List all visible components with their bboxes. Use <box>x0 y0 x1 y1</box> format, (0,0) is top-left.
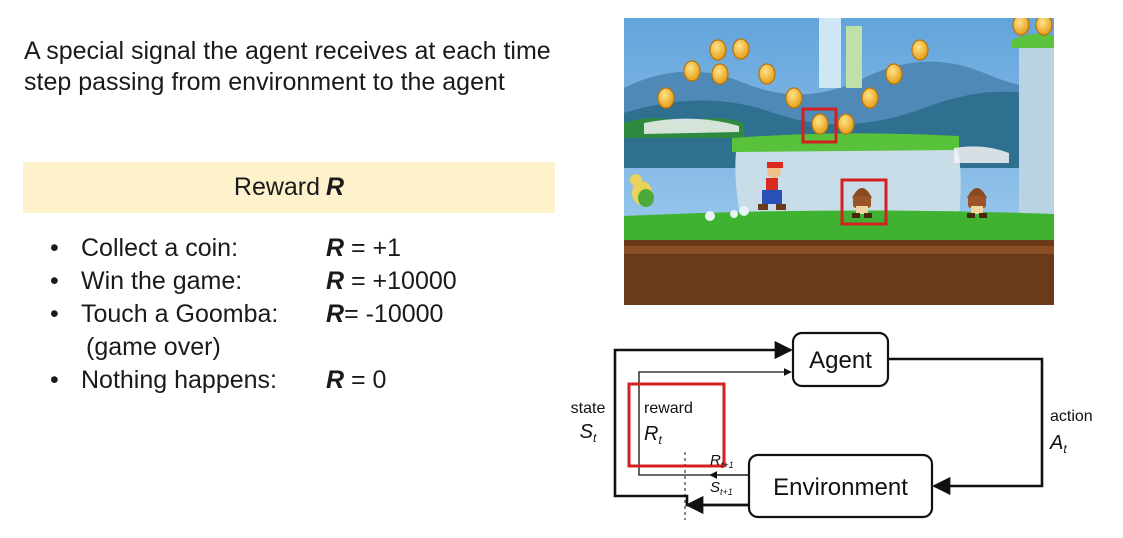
reward-symbol-sub: t <box>658 433 662 447</box>
reward-amount: = 0 <box>344 366 387 394</box>
agent-label: Agent <box>809 347 872 374</box>
state-symbol-main: S <box>580 421 594 443</box>
ground-dirt-band <box>624 246 1054 254</box>
reward-symbol-main: R <box>644 423 658 445</box>
next-reward-symbol: Rt+1 <box>710 452 734 470</box>
state-symbol: St <box>580 421 597 445</box>
reward-header-box: Reward R <box>23 162 555 213</box>
intro-line-2: step passing from environment to the age… <box>24 68 505 96</box>
bullet-dot: • <box>50 267 59 295</box>
reward-header-label: Reward <box>233 173 321 201</box>
intro-line-1: A special signal the agent receives at e… <box>24 37 551 65</box>
ground-grass <box>624 210 1054 240</box>
reward-item-label: Collect a coin: <box>81 234 239 262</box>
reward-item-value: R= -10000 <box>326 298 443 331</box>
koopa-character <box>630 174 654 207</box>
tower-1 <box>819 18 841 88</box>
next-state-sub: t+1 <box>720 487 733 497</box>
environment-label: Environment <box>773 474 908 501</box>
tower-2 <box>846 26 862 88</box>
action-label: action <box>1050 408 1093 425</box>
bullet-dot: • <box>50 300 59 328</box>
state-label: state <box>571 400 606 417</box>
flowers-left <box>644 118 739 134</box>
reward-symbol: R <box>326 366 345 394</box>
reward-item-value: R = +1 <box>326 232 401 265</box>
goomba-highlight-box <box>840 178 888 226</box>
reward-symbol: R <box>326 267 345 295</box>
reward-label: reward <box>644 400 693 417</box>
reward-item-value: R = 0 <box>326 364 386 397</box>
action-symbol-sub: t <box>1063 442 1067 456</box>
bullet-dot: • <box>50 366 59 394</box>
flowers-right <box>954 146 1009 163</box>
cliff-right-grass <box>1012 33 1054 48</box>
goomba-note: (game over) <box>86 333 221 361</box>
goomba-highlighted <box>852 188 872 218</box>
reward-item-value: R = +10000 <box>326 265 457 298</box>
reward-header-symbol: R <box>326 173 345 201</box>
coins <box>657 18 1053 135</box>
reward-item-label: Nothing happens: <box>81 366 277 394</box>
state-symbol-sub: t <box>593 431 597 445</box>
reward-highlight-box <box>627 382 726 468</box>
reward-symbol: R <box>326 234 345 262</box>
action-arrow <box>888 357 1044 496</box>
next-state-main: S <box>710 479 720 496</box>
reward-arrow <box>638 368 792 476</box>
action-symbol: At <box>1049 432 1067 456</box>
cliff-right <box>1019 38 1054 248</box>
next-state-symbol: St+1 <box>710 479 733 497</box>
intro-text: A special signal the agent receives at e… <box>24 36 609 98</box>
platform-grass <box>732 133 959 152</box>
reward-symbol: Rt <box>644 423 662 447</box>
agent-environment-diagram: Agent Environment state St reward Rt act… <box>571 331 1093 520</box>
reward-item-label: Win the game: <box>81 267 243 295</box>
next-reward-sub: t+1 <box>721 460 734 470</box>
reward-amount: = +10000 <box>344 267 457 295</box>
reward-item-label: Touch a Goomba: <box>81 300 279 328</box>
reward-symbol: R <box>326 300 345 328</box>
bullet-dot: • <box>50 234 59 262</box>
mario-character <box>758 162 786 210</box>
action-symbol-main: A <box>1049 432 1063 454</box>
next-reward-main: R <box>710 452 721 469</box>
goomba-right <box>967 188 987 218</box>
mario-game-screenshot <box>624 18 1054 305</box>
dust-cloud <box>705 206 749 221</box>
environment-box <box>747 453 934 519</box>
reward-amount: = +1 <box>344 234 402 262</box>
reward-amount: = -10000 <box>344 300 444 328</box>
coin-highlight-box <box>801 107 838 144</box>
